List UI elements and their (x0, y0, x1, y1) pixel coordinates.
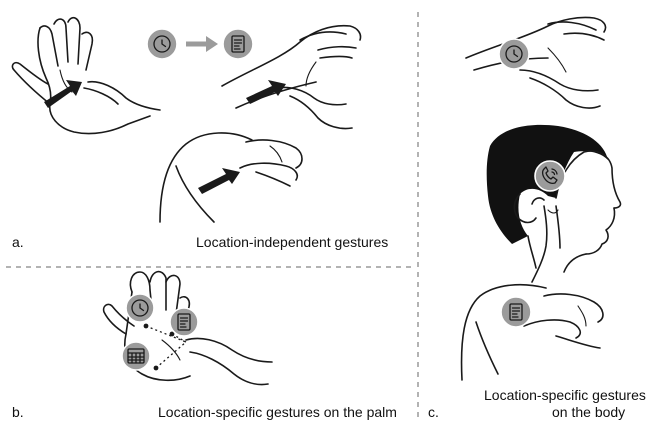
palm-calendar-badge (122, 342, 150, 370)
panel-a-arrow-2 (246, 80, 286, 104)
phone-badge (535, 161, 565, 191)
clock-badge (147, 29, 177, 59)
panel-b-letter: b. (12, 404, 24, 420)
panel-a-arrow-1 (44, 80, 82, 108)
panel-a-arrow-3 (198, 168, 240, 194)
panel-c-caption-line2: on the body (552, 404, 625, 420)
watch-badge (499, 39, 529, 69)
panel-c-caption-line1: Location-specific gestures (484, 387, 646, 403)
panel-c-wrist (466, 17, 606, 108)
palm-clock-badge (126, 294, 154, 322)
panel-a-palm-hand (12, 18, 160, 134)
panel-a-letter: a. (12, 234, 24, 250)
panel-c-letter: c. (428, 404, 439, 420)
shoulder-document-badge (501, 297, 531, 327)
sequence-arrow (186, 36, 218, 52)
palm-document-badge (170, 308, 198, 336)
panel-c-shoulder (462, 285, 603, 380)
panel-a-caption: Location-independent gestures (196, 234, 388, 250)
panel-b-caption: Location-specific gestures on the palm (158, 404, 397, 420)
panel-c-head (487, 125, 621, 282)
document-badge (223, 29, 253, 59)
